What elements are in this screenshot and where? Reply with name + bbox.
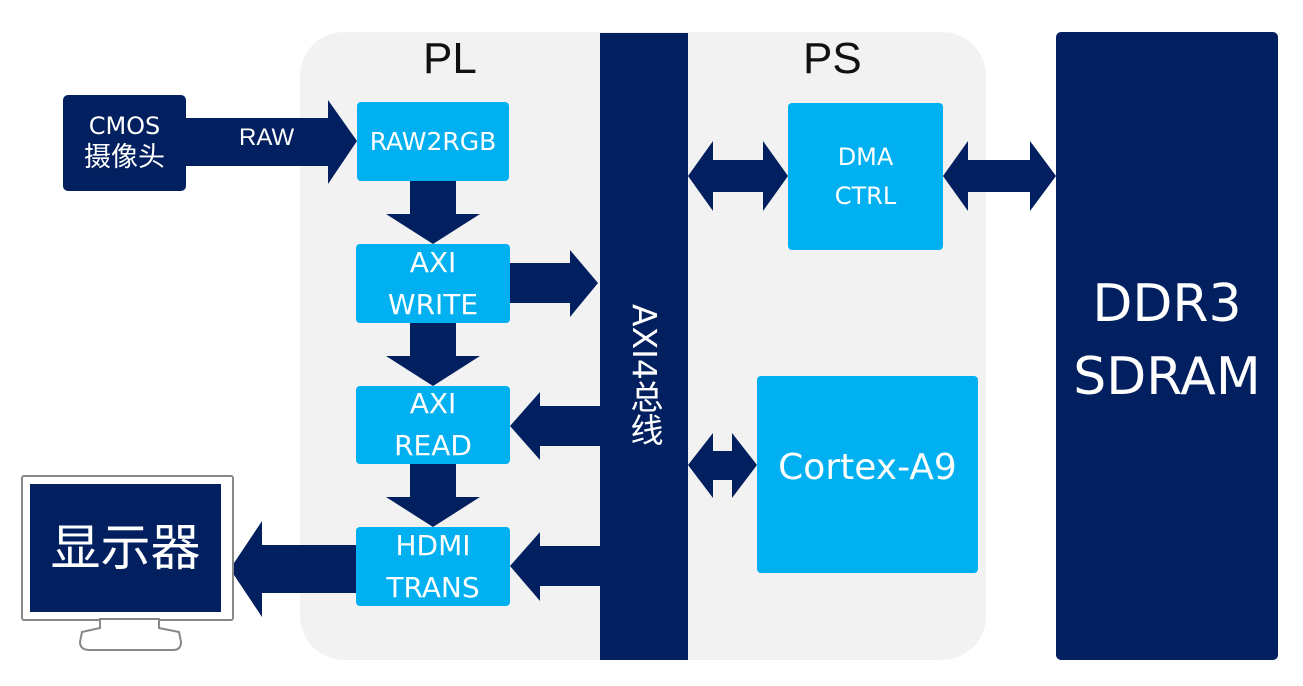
hdmi-trans-line2: TRANS xyxy=(386,570,480,604)
hdmi-trans-block: HDMI TRANS xyxy=(356,527,510,606)
raw-data-arrow xyxy=(185,100,357,184)
raw2rgb-label: RAW2RGB xyxy=(369,126,497,156)
axi-read-line1: AXI xyxy=(409,387,457,420)
hdmi-to-monitor-arrow xyxy=(230,521,356,617)
cmos-camera-block: CMOS 摄像头 xyxy=(63,95,186,191)
axi-write-line2: WRITE xyxy=(387,287,479,321)
monitor-icon xyxy=(21,475,234,651)
bus-dma-bidirectional-arrow xyxy=(688,141,788,211)
bus-cortex-bidirectional-arrow xyxy=(688,433,757,498)
axi-read-block: AXI READ xyxy=(356,386,510,464)
axi-read-line2: READ xyxy=(394,429,472,462)
dma-ctrl-line2: CTRL xyxy=(834,181,897,210)
ddr3-line2: SDRAM xyxy=(1073,347,1261,407)
ddr3-line1: DDR3 xyxy=(1092,274,1242,335)
cmos-line2: 摄像头 xyxy=(84,142,165,174)
axi-write-to-bus-arrow xyxy=(510,250,598,317)
raw-arrow-label: RAW xyxy=(239,124,295,151)
hdmi-trans-line1: HDMI xyxy=(395,528,471,562)
axi4-bus-label-container: AXI4总线 xyxy=(600,240,688,510)
down-arrow-axi-write-to-axi-read xyxy=(386,323,480,386)
axi-write-line1: AXI xyxy=(409,245,457,279)
dma-ctrl-line1: DMA xyxy=(837,143,894,172)
cortex-a9-block: Cortex-A9 xyxy=(757,376,978,573)
cmos-line1: CMOS xyxy=(88,112,161,141)
axi-write-block: AXI WRITE xyxy=(356,244,510,323)
axi4-bus-bar xyxy=(600,33,688,660)
monitor-label: 显示器 xyxy=(50,518,201,577)
bus-to-axi-read-arrow xyxy=(510,392,600,460)
pl-region-label: PL xyxy=(423,34,477,83)
ddr3-sdram-block: DDR3 SDRAM xyxy=(1056,32,1278,660)
dma-ctrl-block: DMA CTRL xyxy=(788,103,943,250)
raw2rgb-block: RAW2RGB xyxy=(357,102,509,181)
bus-to-hdmi-trans-arrow xyxy=(510,532,600,601)
down-arrow-axi-read-to-hdmi-trans xyxy=(386,464,480,527)
monitor-screen-label: 显示器 xyxy=(30,484,221,612)
down-arrow-raw2rgb-to-axi-write xyxy=(386,181,480,244)
cortex-a9-label: Cortex-A9 xyxy=(778,447,957,488)
axi4-bus-label: AXI4总线 xyxy=(625,304,664,446)
ps-region-label: PS xyxy=(803,34,862,83)
dma-ddr3-bidirectional-arrow xyxy=(943,141,1056,211)
